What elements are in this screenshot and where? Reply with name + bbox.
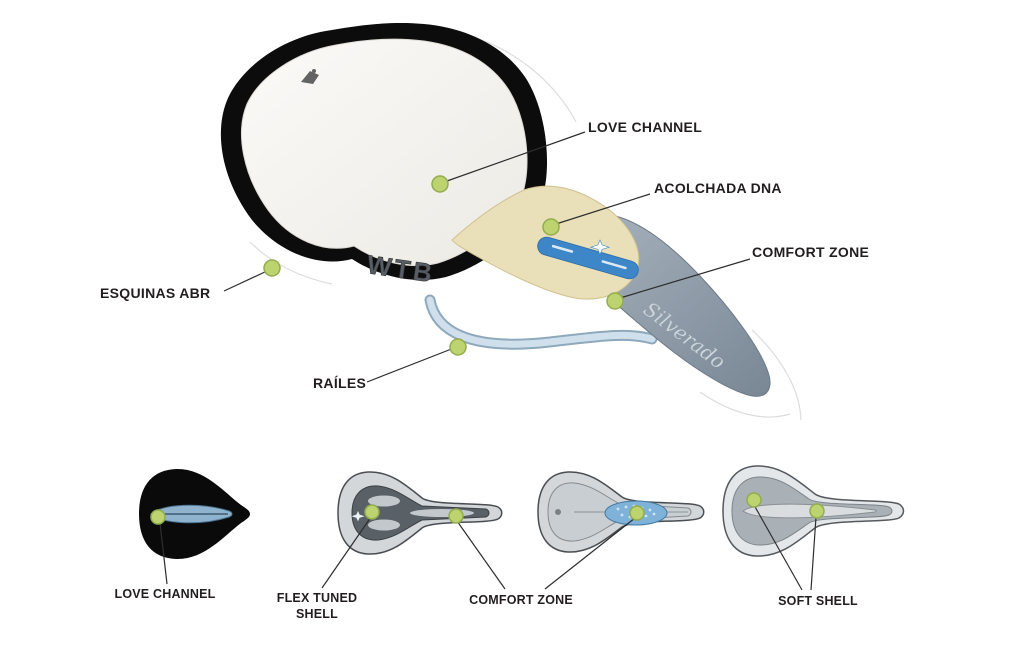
rear-logo-icon xyxy=(301,69,319,84)
feature-label-comfort-zone: COMFORT ZONE xyxy=(469,593,573,607)
callout-label-acolchada-dna: ACOLCHADA DNA xyxy=(654,180,782,196)
feature-label-soft-shell: SOFT SHELL xyxy=(778,594,858,608)
main-saddle-illustration: Silverado WTB xyxy=(220,22,771,397)
callout-dot xyxy=(449,338,467,356)
sketch-lines xyxy=(249,35,802,421)
callout-dot xyxy=(606,292,624,310)
feature-label-love-channel: LOVE CHANNEL xyxy=(114,587,216,601)
saddle-rails xyxy=(424,294,658,350)
callout-label-esquinas-abr: ESQUINAS ABR xyxy=(100,285,211,301)
saddle-top-view-comfort-zone xyxy=(537,471,705,553)
callout-dot xyxy=(263,259,281,277)
callout-dot xyxy=(150,509,166,525)
saddle-white-top xyxy=(241,38,528,266)
comfort-strip xyxy=(537,236,639,280)
callout-dot xyxy=(364,504,380,520)
callout-dots xyxy=(150,175,825,525)
callout-label-railes: RAÍLES xyxy=(313,375,367,391)
callout-label-love-channel: LOVE CHANNEL xyxy=(588,119,703,135)
comfort-strip-star-icon xyxy=(589,239,611,256)
callout-label-comfort-zone: COMFORT ZONE xyxy=(752,244,870,260)
callout-dot xyxy=(809,503,825,519)
saddle-top-view-flex-tuned-shell xyxy=(337,471,503,555)
feature-label-flex-tuned-shell: FLEX TUNED SHELL xyxy=(276,591,358,621)
callout-dot xyxy=(746,492,762,508)
callout-dot xyxy=(629,505,645,521)
callout-lines xyxy=(159,131,817,591)
callout-dot xyxy=(431,175,449,193)
callout-dot xyxy=(448,508,464,524)
saddle-top-view-love-channel xyxy=(139,468,250,560)
callout-dot xyxy=(542,218,560,236)
